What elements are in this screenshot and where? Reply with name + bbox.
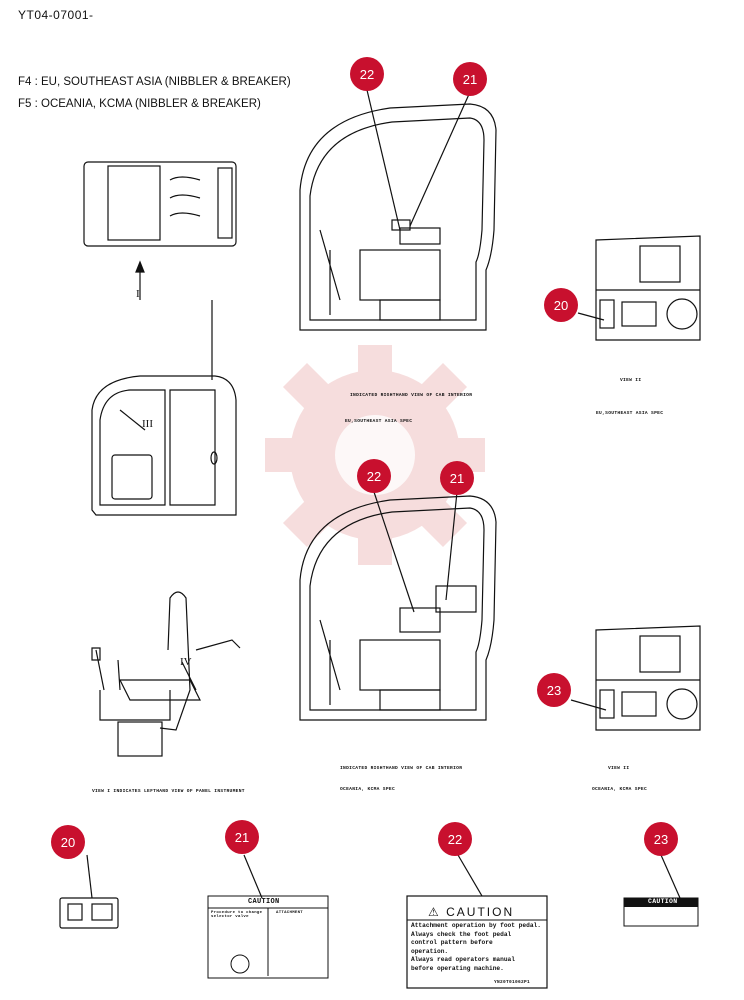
caution-22-line: control pattern before [411,939,493,947]
spec-line-f4: F4 : EU, SOUTHEAST ASIA (NIBBLER & BREAK… [18,76,291,88]
cab-bottom-caption: INDICATED RIGHTHAND VIEW OF CAB INTERIOR [340,766,463,771]
callout-21-top[interactable]: 21 [453,62,487,96]
view-marker-iv: IV [180,656,192,668]
callout-20-bottom[interactable]: 20 [51,825,85,859]
caution-21-word: CAUTION [248,898,280,906]
callout-21-mid[interactable]: 21 [440,461,474,495]
callout-22-bottom[interactable]: 22 [438,822,472,856]
caution-21-right-text: ATTACHMENT [276,911,304,915]
callout-23-bottom[interactable]: 23 [644,822,678,856]
callout-22-mid[interactable]: 22 [357,459,391,493]
view-marker-i: I [136,288,140,300]
view2-top-spec: EU,SOUTHEAST ASIA SPEC [596,411,664,416]
warning-triangle-icon: ⚠ [428,905,441,919]
view2-bottom-label: VIEW II [608,766,630,771]
caution-22-body: Attachment operation by foot pedal. Alwa… [411,922,545,974]
caution-22-code: YN20T01062P1 [494,980,531,985]
caution-22-line: Attachment operation by foot pedal. [411,922,541,929]
cab-top-spec: EU,SOUTHEAST ASIA SPEC [345,419,413,424]
caution-22-line: operation. [411,947,449,955]
document-id: YT04-07001- [18,8,94,22]
view2-bottom-spec: OCEANIA, KCMA SPEC [592,787,648,792]
spec-line-f5: F5 : OCEANIA, KCMA (NIBBLER & BREAKER) [18,98,261,110]
caution-21-left-text: Procedure to change selector valve [211,911,263,919]
callout-21-bottom[interactable]: 21 [225,820,259,854]
caution-22-line: before operating machine. [411,964,504,972]
callout-22-top[interactable]: 22 [350,57,384,91]
cab-top-caption: INDICATED RIGHTHAND VIEW OF CAB INTERIOR [350,393,473,398]
view-marker-iii: III [142,418,153,430]
caution-22-line: Always read operators manual [411,956,515,964]
caution-22-line: Always check the foot pedal [411,930,512,938]
callout-20-mid[interactable]: 20 [544,288,578,322]
cab-bottom-spec: OCEANIA, KCMA SPEC [340,787,396,792]
callout-23-mid[interactable]: 23 [537,673,571,707]
seat-view-caption: VIEW I INDICATES LEFTHAND VIEW OF PANEL … [92,789,245,794]
caution-22-heading: ⚠ CAUTION [428,905,514,919]
caution-22-word: CAUTION [446,905,515,919]
caution-23-word: CAUTION [648,898,678,905]
view2-top-label: VIEW II [620,378,642,383]
